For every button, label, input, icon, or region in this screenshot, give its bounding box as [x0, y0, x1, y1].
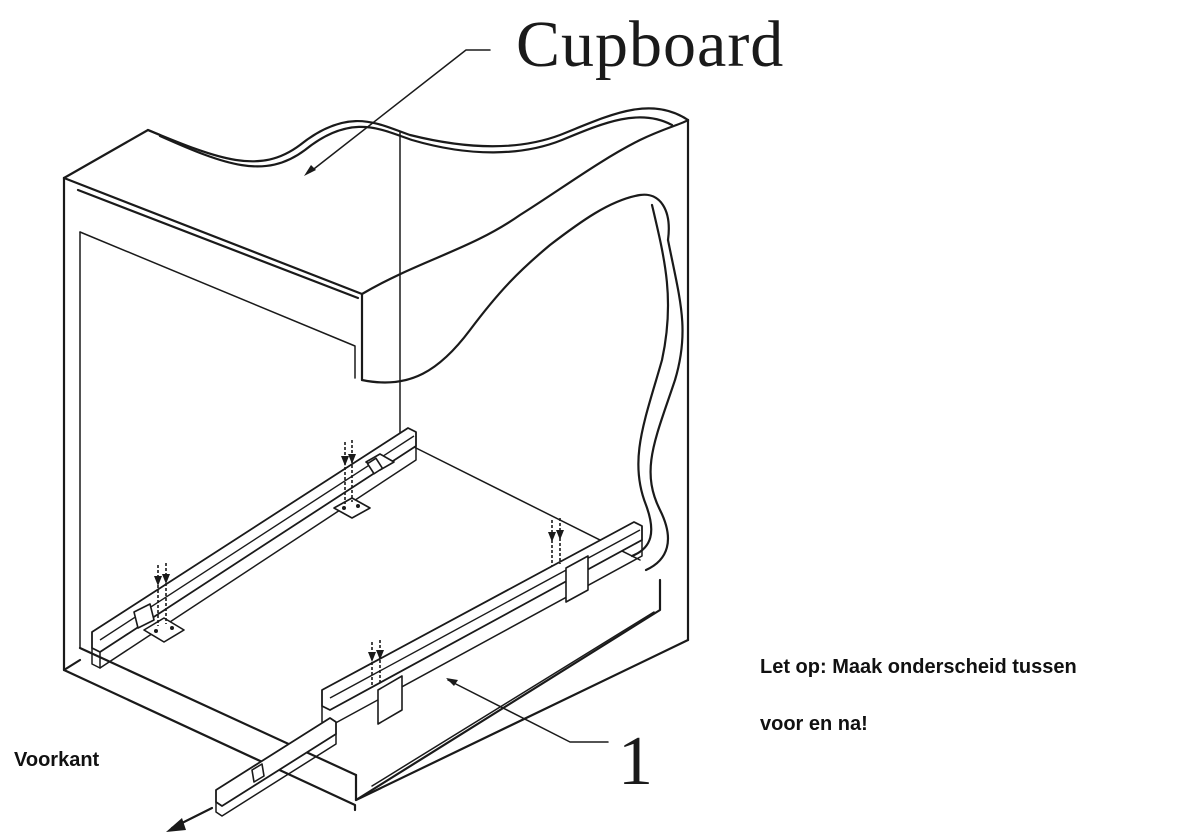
rail-right [215, 521, 643, 817]
front-side-label: Voorkant [14, 749, 100, 771]
note-line-2: voor en na! [760, 713, 868, 735]
leader-cupboard [304, 49, 491, 176]
part-number-label: 1 [618, 723, 653, 800]
screws-left [154, 440, 356, 626]
cupboard-label: Cupboard [516, 8, 784, 81]
cabinet-outline [62, 107, 690, 812]
screws-right [368, 518, 564, 686]
rail-left [91, 427, 417, 669]
arrow-front-icon [166, 806, 214, 832]
leader-part-1 [446, 678, 609, 743]
note-line-1: Let op: Maak onderscheid tussen [760, 656, 1077, 678]
